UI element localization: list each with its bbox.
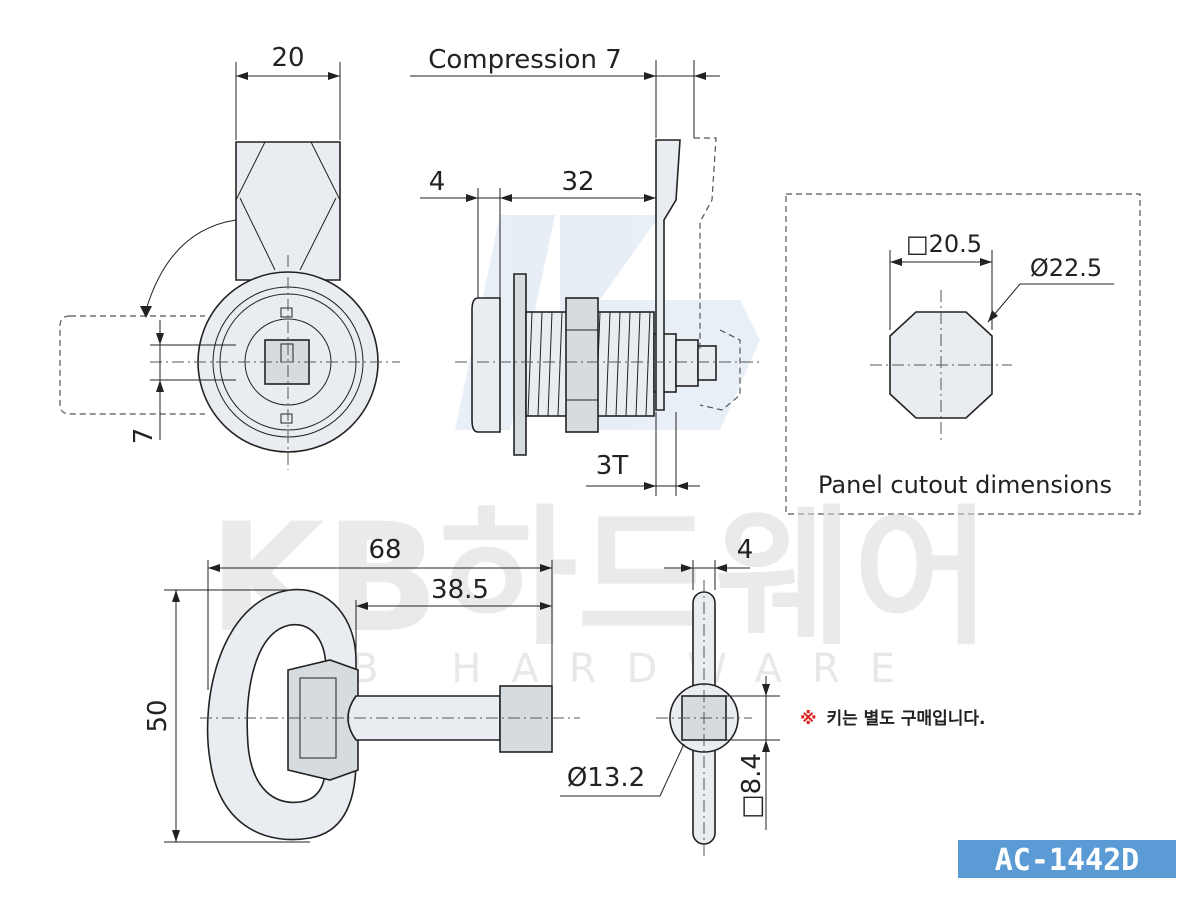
dim-key-length: 68 [368,535,401,565]
front-view [59,62,400,470]
key-view [164,560,580,843]
product-code-badge [958,840,1176,878]
dim-key-tip: 4 [737,535,754,565]
cutout-label: Panel cutout dimensions [818,471,1112,499]
dim-top-width: 20 [271,43,304,73]
side-view [410,60,760,496]
dim-offset-4: 4 [429,167,446,197]
key-end-view [560,560,780,860]
note: ※ 키는 별도 구매입니다. [800,709,986,729]
dim-thickness: 3T [596,451,629,481]
watermark-subtitle: KB HARDWARE [295,646,925,692]
dim-length-32: 32 [561,167,594,197]
dim-key-diameter: Ø13.2 [567,763,645,793]
dim-key-shank: 38.5 [431,575,489,605]
dim-cam-7: 7 [129,428,159,445]
dim-key-square: □8.4 [737,753,767,819]
dim-key-height: 50 [143,699,173,732]
note-mark: ※ [800,709,817,729]
panel-cutout-box [785,193,1141,515]
dim-compression: Compression 7 [428,45,622,75]
note-text: 키는 별도 구매입니다. [826,709,985,729]
product-code: AC-1442D [995,843,1140,878]
cutout-diameter: Ø22.5 [1030,254,1102,282]
cutout-square: □20.5 [906,230,982,258]
